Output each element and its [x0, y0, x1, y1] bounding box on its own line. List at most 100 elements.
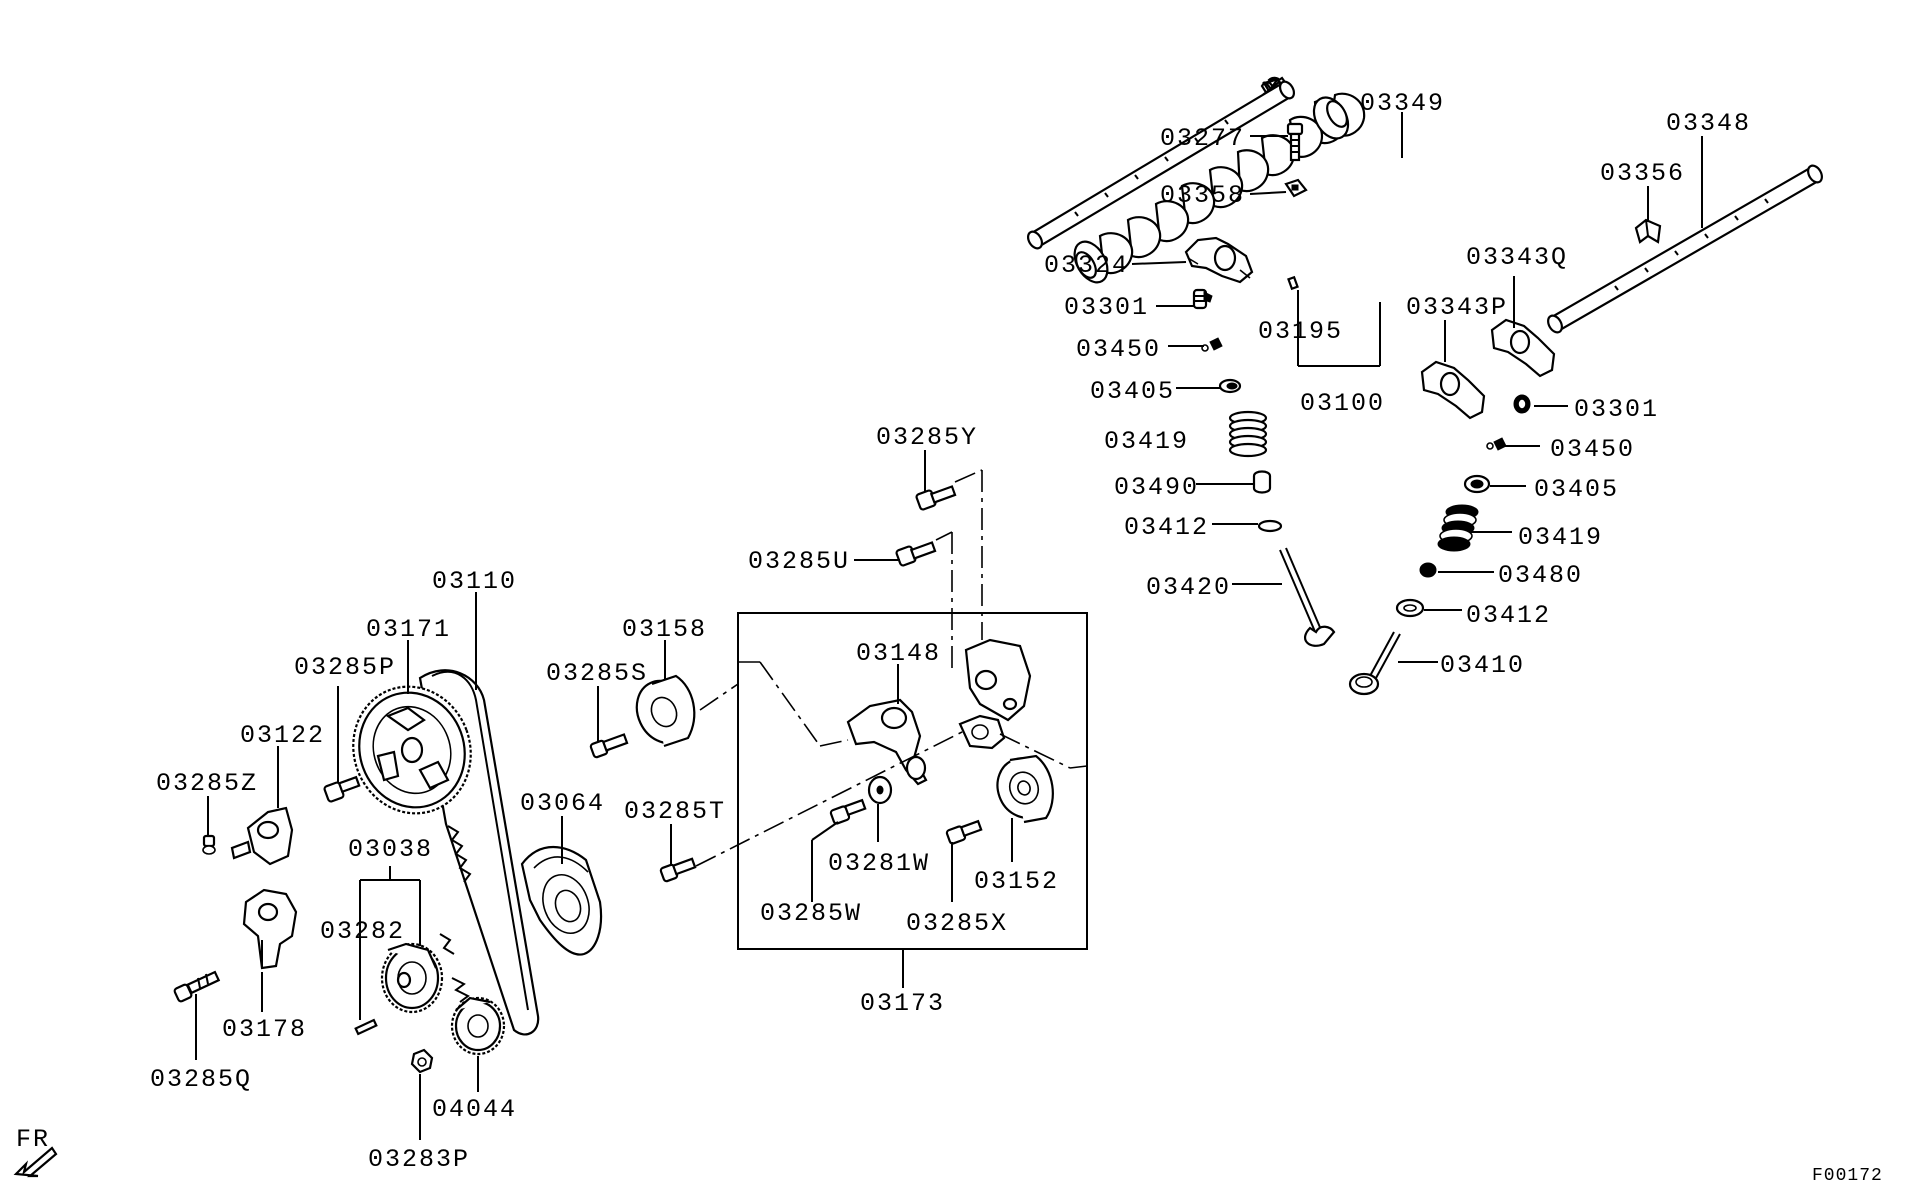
bolt-03277 [1286, 122, 1304, 162]
label-03358: 03358 [1160, 181, 1245, 210]
rocker-arm-03343p [1420, 360, 1486, 420]
label-03420: 03420 [1146, 573, 1231, 602]
label-03285w: 03285W [760, 899, 862, 928]
seal-03480 [1419, 562, 1437, 578]
valve-03410 [1348, 631, 1401, 696]
pulley-03152 [996, 754, 1054, 824]
bolt-03285x [945, 819, 983, 845]
label-03348: 03348 [1666, 109, 1751, 138]
label-03324: 03324 [1044, 251, 1129, 280]
rocker-shaft-03348-main [1547, 164, 1823, 334]
label-03283p: 03283P [368, 1145, 470, 1174]
tensioner-bracket [958, 638, 1032, 750]
adjust-screw-03301-left [1192, 288, 1213, 310]
idler-pulley-03158 [635, 674, 696, 748]
bolt-03285q [173, 970, 221, 1003]
auto-tensioner-03178 [242, 888, 298, 970]
key-03195 [1287, 275, 1299, 291]
label-03419-left: 03419 [1104, 427, 1189, 456]
bolt-03285z [202, 834, 216, 855]
bolt-03285s [589, 733, 629, 759]
leader-lines-left [195, 592, 563, 1140]
bolt-03285p [323, 775, 361, 803]
label-fr: FR [16, 1125, 50, 1154]
rocker-arm-03324 [1184, 236, 1254, 284]
idler-pulley-04044 [450, 996, 506, 1056]
label-03450-left: 03450 [1076, 335, 1161, 364]
retainer-03405-right [1463, 474, 1491, 494]
nut-03283p [410, 1048, 434, 1074]
bolt-03285y [915, 485, 957, 511]
label-03285u: 03285U [748, 547, 850, 576]
label-03285s: 03285S [546, 659, 648, 688]
rocker-shaft-03349-main [1026, 80, 1296, 250]
front-direction-arrow [13, 1146, 58, 1178]
label-03356: 03356 [1600, 159, 1685, 188]
label-03285q: 03285Q [150, 1065, 252, 1094]
adjust-screw-03301-right [1513, 394, 1531, 414]
label-03343p: 03343P [1406, 293, 1508, 322]
label-03064: 03064 [520, 789, 605, 818]
seal-03490 [1252, 470, 1272, 494]
label-03148: 03148 [856, 639, 941, 668]
dashed-guides-top [935, 469, 983, 668]
retainer-03405-left [1218, 378, 1242, 394]
valve-03420 [1279, 547, 1336, 647]
label-03110: 03110 [432, 567, 517, 596]
bolt-03285u [895, 541, 937, 567]
tensioner-arm-03148 [846, 698, 928, 786]
label-03100: 03100 [1300, 389, 1385, 418]
tensioner-assembly-box [737, 612, 1088, 950]
label-03405-left: 03405 [1090, 377, 1175, 406]
label-03285y: 03285Y [876, 423, 978, 452]
label-03195: 03195 [1258, 317, 1343, 346]
label-03171: 03171 [366, 615, 451, 644]
label-03412-left: 03412 [1124, 513, 1209, 542]
label-03450-right: 03450 [1550, 435, 1635, 464]
bolt-03285w [829, 798, 867, 825]
cover-03064 [520, 845, 603, 956]
label-03122: 03122 [240, 721, 325, 750]
label-03178: 03178 [222, 1015, 307, 1044]
label-03285t: 03285T [624, 797, 726, 826]
nut-03450-left [1201, 337, 1223, 352]
label-03349: 03349 [1360, 89, 1445, 118]
rocker-arm-03343q [1490, 318, 1556, 378]
bolt-03285t [659, 857, 697, 883]
label-03301-right: 03301 [1574, 395, 1659, 424]
clip-03356 [1634, 218, 1662, 244]
label-03152: 03152 [974, 867, 1059, 896]
label-03412-right: 03412 [1466, 601, 1551, 630]
label-03282: 03282 [320, 917, 405, 946]
camshaft-sprocket-03171 [352, 685, 472, 815]
label-figure-code: F00172 [1812, 1166, 1883, 1186]
belt-hatching [439, 825, 472, 1003]
nut-03358 [1284, 178, 1308, 198]
dash-03158 [699, 683, 739, 711]
pin-03282 [354, 1018, 378, 1036]
label-03405-right: 03405 [1534, 475, 1619, 504]
label-03301-left: 03301 [1064, 293, 1149, 322]
label-03038: 03038 [348, 835, 433, 864]
dashed-guides-box [695, 661, 1088, 867]
spring-03419-right [1437, 504, 1479, 552]
label-03158: 03158 [622, 615, 707, 644]
label-04044: 04044 [432, 1095, 517, 1124]
seat-03412-right [1395, 598, 1425, 618]
label-03480: 03480 [1498, 561, 1583, 590]
label-03490: 03490 [1114, 473, 1199, 502]
spring-03419-left [1228, 410, 1268, 458]
crank-sprocket-03038 [380, 942, 444, 1014]
nut-03450-right [1486, 437, 1507, 451]
label-03285p: 03285P [294, 653, 396, 682]
washer-03281w [867, 775, 893, 805]
label-03285x: 03285X [906, 909, 1008, 938]
tensioner-03122 [230, 806, 294, 866]
seat-03412-left [1257, 519, 1283, 533]
label-03343q: 03343Q [1466, 243, 1568, 272]
leader-lines-center [597, 450, 1013, 988]
label-03410: 03410 [1440, 651, 1525, 680]
leader-lines-right [1131, 112, 1703, 663]
label-03285z: 03285Z [156, 769, 258, 798]
